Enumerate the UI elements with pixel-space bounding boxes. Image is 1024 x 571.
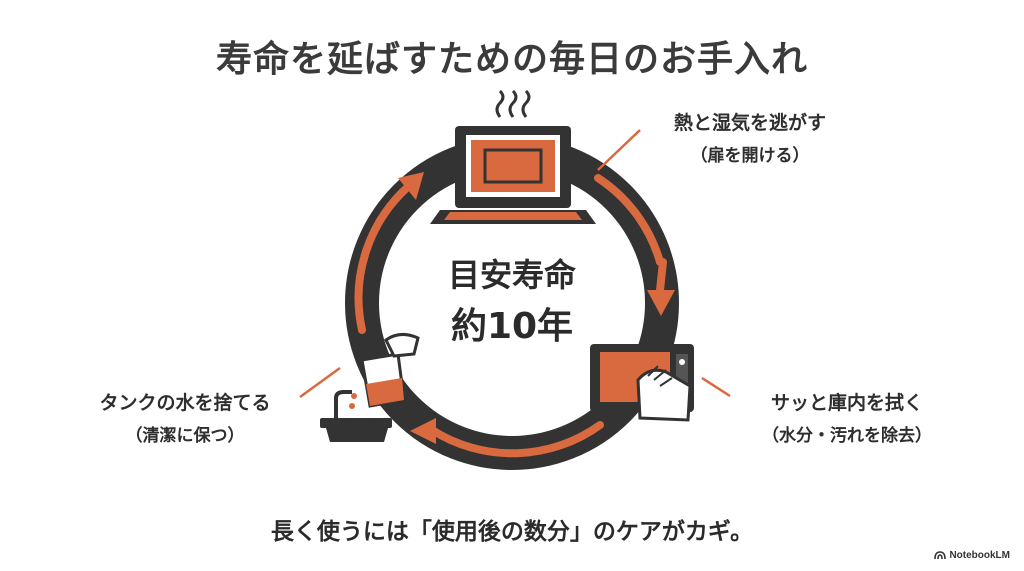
notebooklm-logo-icon — [934, 551, 947, 560]
branding-name: NotebookLM — [949, 550, 1010, 561]
step-sub-text: （水分・汚れを除去） — [762, 426, 932, 446]
step-label-empty-tank: タンクの水を捨てる （清潔に保つ） — [70, 388, 300, 446]
footer-caption: 長く使うには「使用後の数分」のケアがカギ。 — [270, 519, 754, 545]
step-sub-text: （清潔に保つ） — [125, 426, 245, 446]
arrowhead-bottom — [410, 418, 436, 444]
leader-right — [701, 376, 731, 398]
arrow-right — [656, 258, 667, 294]
center-label-lifespan: 目安寿命 — [447, 256, 576, 294]
page-title: 寿命を延ばすための毎日のお手入れ — [215, 39, 808, 80]
arrow-top-right — [594, 174, 664, 266]
leader-lines — [299, 129, 731, 399]
microwave-wipe-icon — [590, 344, 694, 422]
cycle-arrows — [354, 174, 667, 458]
arrow-bottom — [428, 421, 604, 458]
step-main-text: サッと庫内を拭く — [770, 392, 923, 414]
branding-badge: NotebookLM — [934, 550, 1010, 561]
leader-left — [299, 366, 341, 399]
step-label-wipe-interior: サッと庫内を拭く （水分・汚れを除去） — [732, 388, 962, 446]
step-label-release-heat: 熱と湿気を逃がす （扉を開ける） — [650, 108, 850, 166]
step-sub-text: （扉を開ける） — [690, 146, 810, 166]
step-main-text: 熱と湿気を逃がす — [673, 112, 826, 134]
center-label-years: 約10年 — [450, 306, 574, 347]
pour-water-tank-icon — [320, 333, 420, 442]
arrowhead-left — [398, 172, 424, 200]
microwave-open-steam-icon — [430, 89, 596, 224]
arrow-heads — [398, 172, 675, 444]
leader-top — [597, 129, 641, 171]
arrowhead-right — [647, 290, 675, 316]
step-main-text: タンクの水を捨てる — [99, 392, 271, 414]
arrow-left — [354, 181, 414, 334]
